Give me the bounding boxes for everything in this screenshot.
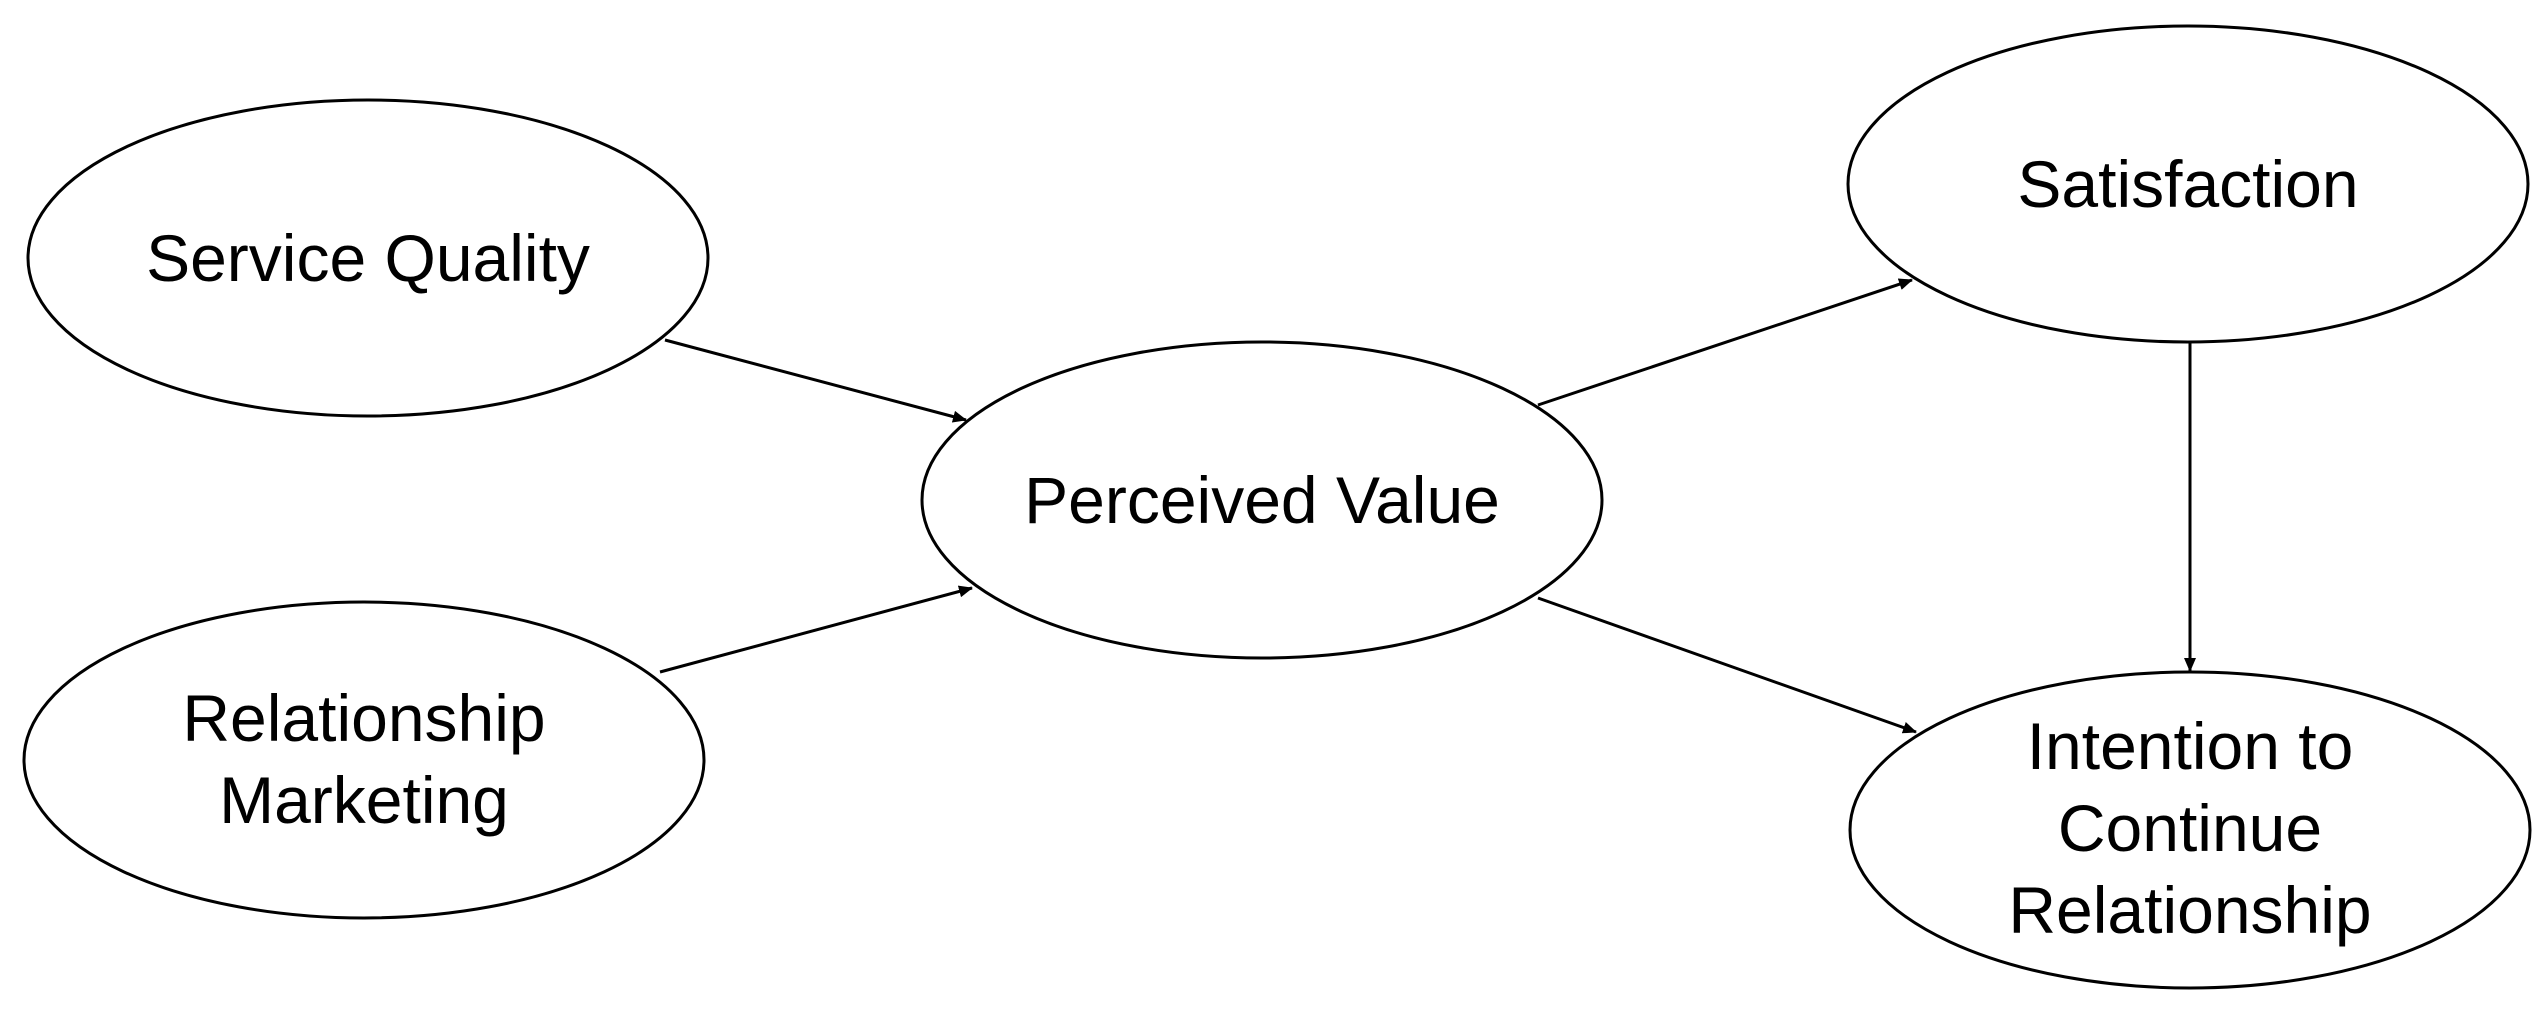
node-label-line-2: Marketing [219, 763, 509, 837]
node-label-line-2: Continue [2058, 791, 2322, 865]
arrow-service-quality-to-perceived-value [664, 338, 967, 423]
node-label-line-1: Relationship [182, 681, 545, 755]
node-intention-to-continue-relationship: Intention to Continue Relationship [1848, 670, 2532, 990]
node-label-line-3: Relationship [2008, 873, 2371, 947]
node-label: Service Quality [146, 221, 590, 295]
edges-group [659, 278, 2196, 734]
node-service-quality: Service Quality [26, 98, 710, 418]
node-label-line-1: Intention to [2027, 709, 2354, 783]
node-satisfaction: Satisfaction [1846, 24, 2530, 344]
arrow-relationship-marketing-to-perceived-value [659, 585, 973, 674]
node-relationship-marketing: Relationship Marketing [22, 600, 706, 920]
node-label: Perceived Value [1024, 463, 1500, 537]
arrow-perceived-value-to-satisfaction [1537, 278, 1913, 407]
node-perceived-value: Perceived Value [920, 340, 1604, 660]
node-label: Satisfaction [2017, 147, 2358, 221]
arrow-perceived-value-to-intention [1537, 596, 1917, 734]
